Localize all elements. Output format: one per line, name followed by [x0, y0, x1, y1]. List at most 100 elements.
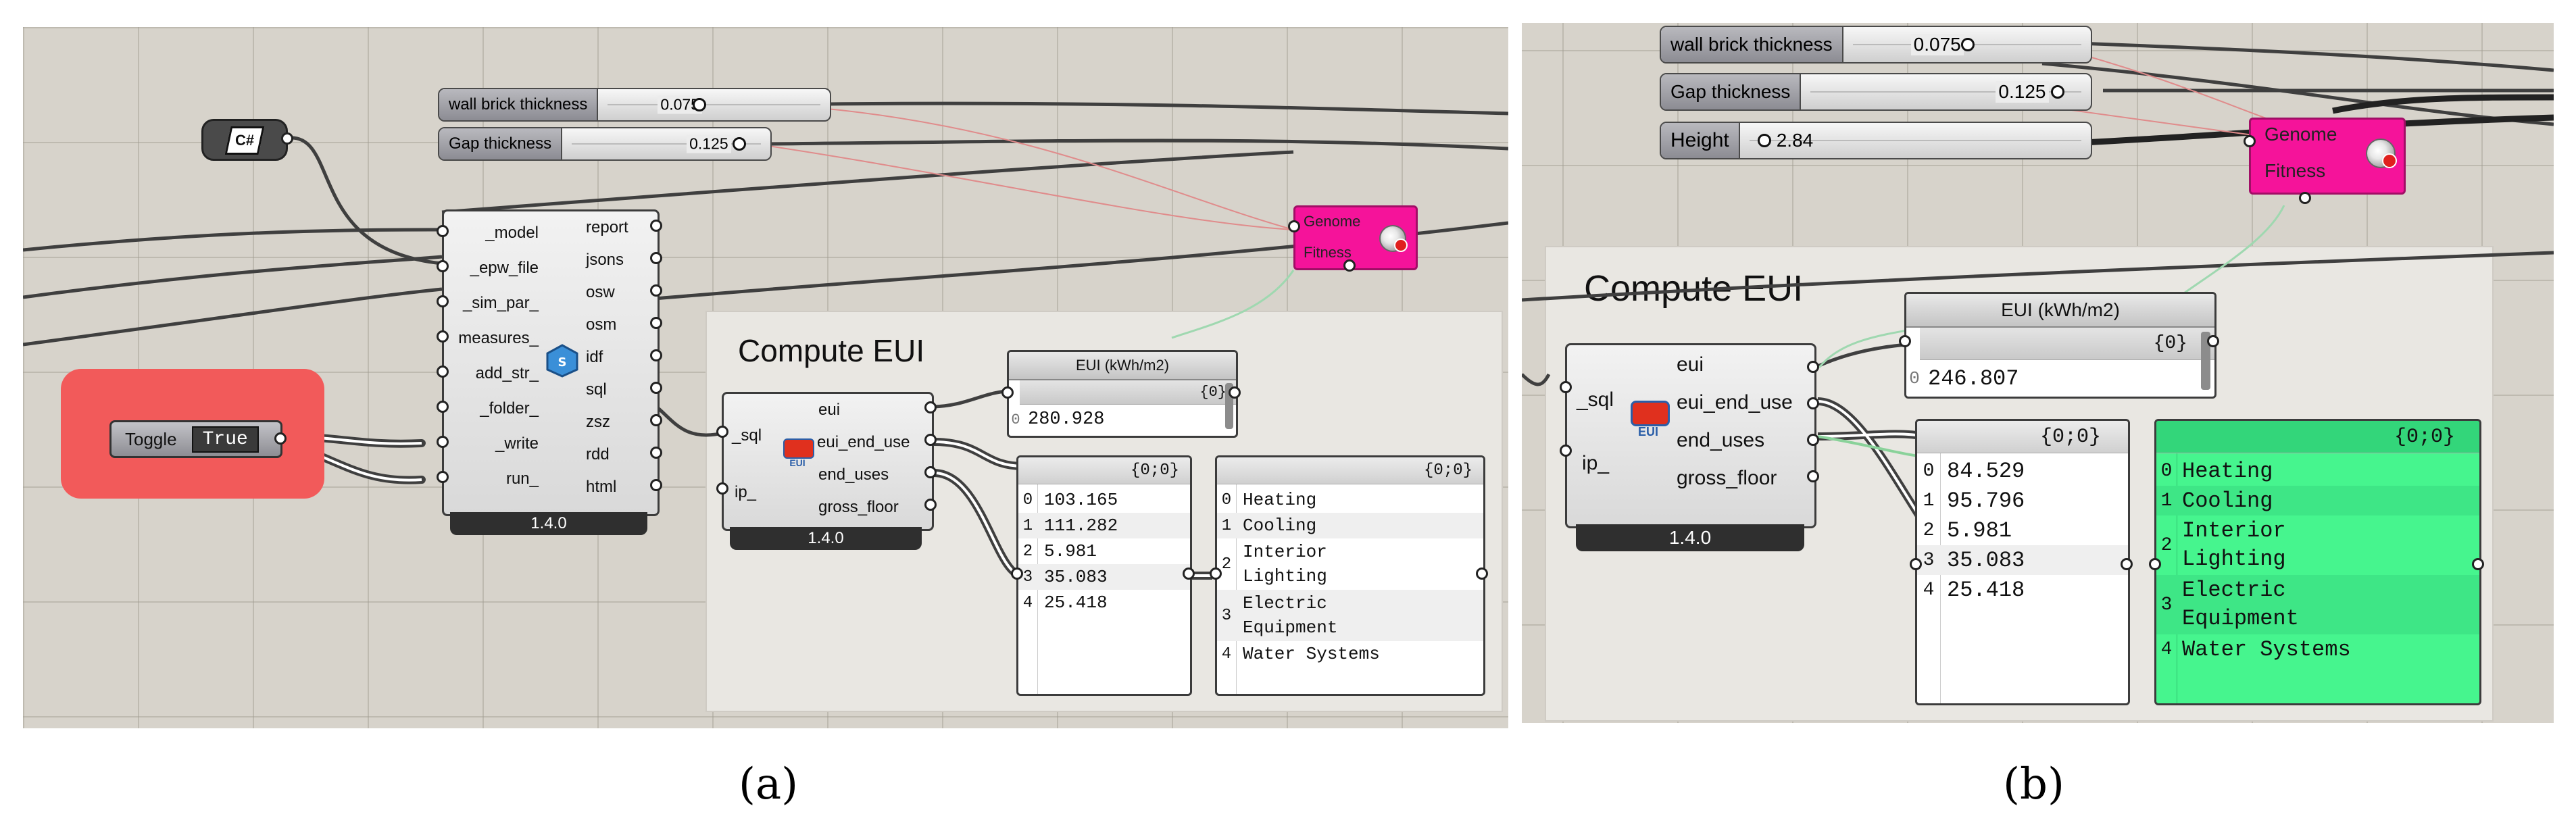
compute-eui-component[interactable]: _sql ip_ eui eui_end_use end_uses gross_… [1565, 343, 1816, 528]
toggle-value[interactable]: True [191, 426, 259, 453]
eui-param-panel[interactable]: EUI (kWh/m2) {0} 0 246.807 [1904, 292, 2216, 399]
panel-path: {0;0} [1217, 457, 1483, 484]
port[interactable] [437, 330, 449, 343]
port[interactable] [437, 295, 449, 307]
caption-b: (b) [2003, 759, 2064, 809]
genome-component[interactable]: Genome Fitness [2249, 118, 2406, 195]
port[interactable] [437, 471, 449, 483]
port[interactable] [1229, 386, 1241, 399]
eui-param-panel[interactable]: EUI (kWh/m2) {0} 0 280.928 [1007, 350, 1238, 438]
port[interactable] [1560, 445, 1572, 457]
slider-track[interactable]: 0.125 [562, 128, 770, 159]
port[interactable] [1560, 381, 1572, 393]
port[interactable] [650, 284, 662, 297]
port[interactable] [1011, 568, 1023, 580]
port[interactable] [1001, 386, 1014, 399]
scrollbar[interactable] [2201, 332, 2210, 390]
genome-component[interactable]: Genome Fitness [1293, 205, 1418, 270]
slider-knob[interactable] [693, 98, 707, 111]
port[interactable] [437, 225, 449, 237]
port[interactable] [924, 466, 937, 478]
port[interactable] [650, 220, 662, 232]
port[interactable] [1807, 361, 1819, 373]
port[interactable] [2207, 335, 2219, 347]
slider-value: 0.075 [1910, 34, 1964, 55]
item-index: 4 [2160, 638, 2173, 660]
port[interactable] [716, 426, 728, 438]
port[interactable] [924, 434, 937, 446]
wall-brick-thickness-slider[interactable]: wall brick thickness 0.075 [438, 88, 831, 122]
item-text-line1: Electric [1243, 593, 1327, 613]
genome-input-port[interactable] [2244, 135, 2256, 147]
genome-icon [2366, 138, 2397, 168]
toggle-output-port[interactable] [274, 432, 287, 445]
slider-rail [572, 143, 761, 145]
port[interactable] [924, 499, 937, 511]
port[interactable] [650, 382, 662, 394]
output-port[interactable] [281, 132, 293, 145]
wall-brick-thickness-slider[interactable]: wall brick thickness 0.075 [1660, 26, 2092, 64]
fitness-input-port[interactable] [1343, 259, 1356, 272]
port[interactable] [650, 414, 662, 426]
port[interactable] [1899, 335, 1911, 347]
version-bar: 1.4.0 [730, 527, 922, 550]
port[interactable] [437, 260, 449, 272]
port[interactable] [1807, 434, 1819, 446]
eui-icon: EUI [782, 437, 814, 470]
canvas-a[interactable]: Compute EUI [23, 27, 1508, 728]
port[interactable] [650, 447, 662, 459]
port[interactable] [1183, 568, 1195, 580]
height-slider[interactable]: Height 2.84 [1660, 122, 2092, 159]
port[interactable] [716, 482, 728, 495]
port[interactable] [650, 349, 662, 361]
port[interactable] [2121, 558, 2133, 570]
slider-knob[interactable] [1757, 134, 1771, 147]
group-title: Compute EUI [1584, 268, 1804, 309]
param-title: EUI (kWh/m2) [1906, 294, 2214, 328]
genome-input-port[interactable] [1288, 220, 1300, 232]
port[interactable] [2149, 558, 2161, 570]
slider-knob[interactable] [2051, 85, 2065, 99]
output-gross-floor: gross_floor [818, 498, 899, 516]
port[interactable] [1807, 470, 1819, 482]
slider-knob[interactable] [733, 137, 747, 151]
port[interactable] [437, 401, 449, 413]
port[interactable] [1210, 568, 1222, 580]
slider-track[interactable]: 0.075 [598, 89, 830, 120]
port[interactable] [1807, 397, 1819, 409]
slider-track[interactable]: 2.84 [1740, 123, 2091, 158]
csharp-script-node[interactable]: C# [201, 119, 288, 161]
genome-label: Genome [1304, 213, 1361, 230]
port[interactable] [924, 401, 937, 413]
compute-eui-component[interactable]: _sql ip_ eui eui_end_use end_uses gross_… [722, 392, 934, 531]
port[interactable] [650, 317, 662, 329]
port[interactable] [1476, 568, 1488, 580]
port[interactable] [650, 479, 662, 491]
item-index: 0 [1221, 490, 1232, 509]
port[interactable] [437, 436, 449, 448]
slider-track[interactable]: 0.125 [1801, 74, 2091, 109]
openstudio-simulation-component[interactable]: _model _epw_file _sim_par_ measures_ add… [442, 209, 660, 516]
item-index: 2 [1923, 520, 1935, 541]
slider-knob[interactable] [1960, 38, 1975, 51]
boolean-toggle[interactable]: Toggle True [109, 420, 282, 458]
port[interactable] [1910, 558, 1922, 570]
gap-thickness-slider[interactable]: Gap thickness 0.125 [438, 127, 772, 161]
item-value: 111.282 [1044, 515, 1118, 536]
toggle-label: Toggle [125, 428, 177, 449]
input-sql: _sql [732, 426, 762, 445]
slider-track[interactable]: 0.075 [1843, 27, 2091, 62]
item-index: 1 [1221, 516, 1232, 535]
script-icon: C# [224, 126, 265, 155]
port[interactable] [650, 252, 662, 264]
port[interactable] [2472, 558, 2484, 570]
input-measures: measures_ [458, 329, 539, 347]
port[interactable] [437, 366, 449, 378]
gap-thickness-slider[interactable]: Gap thickness 0.125 [1660, 73, 2092, 111]
canvas-b[interactable]: Compute EUI w [1522, 23, 2554, 723]
fitness-input-port[interactable] [2299, 192, 2311, 204]
